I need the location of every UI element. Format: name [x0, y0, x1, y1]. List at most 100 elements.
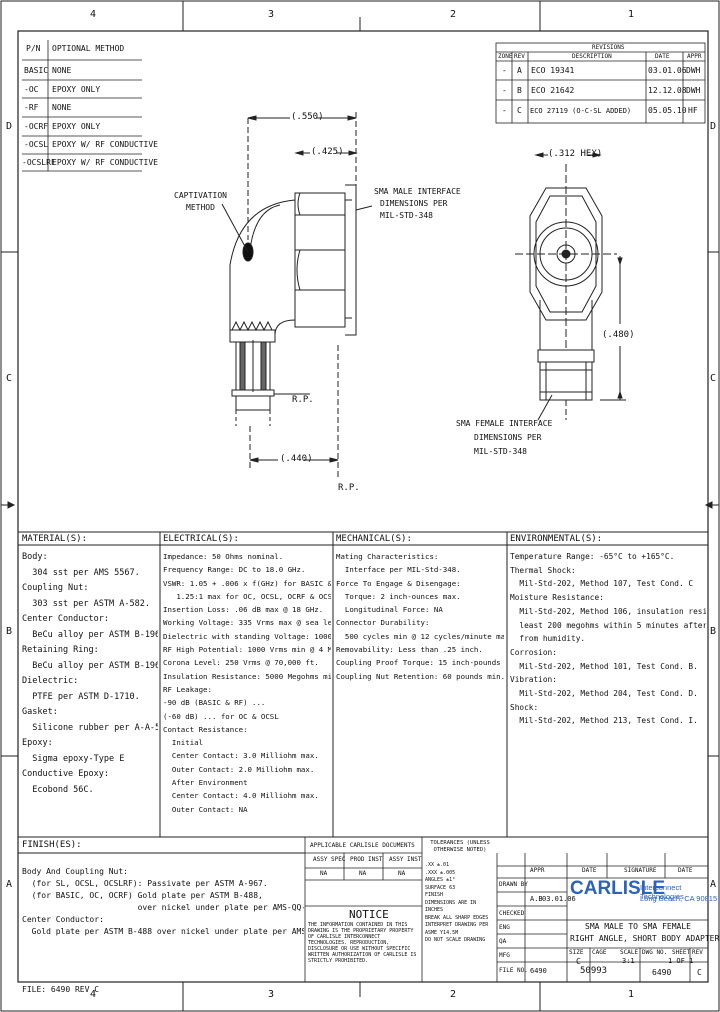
carlisle-logo: CARLISLE	[570, 878, 665, 899]
spec-line: DO NOT SCALE DRAWING	[425, 937, 486, 943]
rp-label-2: R.P.	[338, 483, 360, 493]
end-view	[515, 152, 626, 421]
spec-line: Center Contact: 4.0 Milliohm max.	[163, 791, 319, 801]
sma-male-label: DIMENSIONS PER	[380, 199, 448, 208]
spec-line: Mil-Std-202, Method 213, Test Cond. I.	[510, 716, 698, 726]
specs-lines	[18, 531, 708, 854]
spec-line: Mil-Std-202, Method 107, Test Cond. C	[510, 579, 694, 589]
file-no-label: FILE NO.	[499, 967, 528, 974]
spec-line: Center Conductor:	[22, 614, 109, 624]
spec-line: Thermal Shock:	[510, 565, 576, 575]
revision-appr: DWH	[686, 86, 701, 95]
spec-line: BeCu alloy per ASTM B-196.	[22, 629, 158, 640]
applicable-title: APPLICABLE CARLISLE DOCUMENTS	[310, 842, 415, 849]
revision-zone: -	[502, 66, 507, 75]
drawn-label: DRAWN BY	[499, 881, 528, 888]
scale-value: 3:1	[622, 957, 635, 965]
applicable-value: NA	[320, 870, 328, 877]
qa-label: QA	[499, 938, 507, 945]
revision-date: 05.05.10	[648, 106, 687, 115]
spec-line: Mil-Std-202, Method 106, insulation resi…	[519, 606, 706, 616]
dim-480: (.480)	[602, 330, 635, 340]
dim-425: (.425)	[311, 147, 344, 157]
spec-line: VSWR: 1.05 + .006 x f(GHz) for BASIC & R…	[163, 578, 331, 588]
footer-file: FILE: 6490 REV C	[22, 985, 100, 994]
size-value: C	[576, 957, 581, 966]
mfg-label: MFG	[499, 952, 510, 959]
sma-female-label: DIMENSIONS PER	[474, 433, 542, 442]
revision-appr: HF	[688, 106, 698, 115]
spec-line: Longitudinal Force: NA	[336, 605, 443, 615]
options-header-method: OPTIONAL METHOD	[52, 44, 125, 53]
spec-line: 500 cycles min @ 12 cycles/minute max.	[336, 631, 504, 641]
spec-line: Gasket:	[22, 707, 58, 717]
spec-line: Force To Engage & Disengage:	[336, 578, 461, 588]
spec-line: Contact Resistance:	[163, 724, 248, 734]
zone-right-d: D	[710, 121, 717, 132]
spec-line: Sigma epoxy-Type E	[22, 753, 125, 764]
dim-550: (.550)	[291, 112, 324, 122]
spec-line: Shock:	[510, 702, 539, 712]
side-view	[221, 112, 373, 480]
environmental-list: Temperature Range: -65°C to +165°C.Therm…	[510, 550, 706, 728]
spec-line: Outer Contact: 2.0 Milliohm max.	[163, 764, 315, 774]
spec-line: Epoxy:	[22, 738, 53, 748]
spec-line: FINISH	[425, 892, 444, 898]
spec-line: Corona Level: 250 Vrms @ 70,000 ft.	[163, 658, 319, 668]
spec-line: Torque: 2 inch-ounces max.	[336, 591, 461, 601]
spec-line: Mil-Std-202, Method 204, Test Cond. D.	[510, 689, 698, 699]
applicable-value: NA	[398, 870, 406, 877]
scale-label: SCALE	[620, 949, 639, 956]
spec-line: BeCu alloy per ASTM B-196.	[22, 660, 158, 671]
sheet-value: 1 OF 1	[668, 957, 694, 965]
zone-top-3: 3	[268, 9, 275, 20]
spec-line: Ecobond 56C.	[22, 784, 94, 795]
checked-label: CHECKED	[499, 910, 525, 917]
spec-line: Dielectric:	[22, 676, 79, 686]
spec-line: RF High Potential: 1000 Vrms min @ 4 MHz…	[163, 645, 331, 655]
tolerances-title: TOLERANCES (UNLESS OTHERWISE NOTED)	[430, 840, 490, 853]
spec-line: ANGLES ±1°	[425, 877, 456, 883]
spec-line: 304 sst per AMS 5567.	[22, 567, 140, 578]
zone-right-c: C	[710, 373, 717, 384]
revisions-header-desc: DESCRIPTION	[572, 53, 612, 60]
finish-title: FINISH(ES):	[22, 840, 82, 850]
options-row-pn: -OCRF	[24, 122, 49, 131]
captivation-label: CAPTIVATION	[174, 191, 227, 200]
sheet-label: SHEET	[672, 949, 691, 956]
sma-female-label: SMA FEMALE INTERFACE	[456, 419, 553, 428]
tb-header-appr: APPR	[530, 867, 545, 874]
title-block-lines	[304, 837, 708, 982]
zone-bottom-3: 3	[268, 989, 275, 1000]
spec-line: After Environment	[163, 778, 248, 788]
sma-male-label: MIL-STD-348	[380, 211, 433, 220]
inner-frame	[17, 30, 709, 983]
revisions-title: REVISIONS	[592, 44, 625, 51]
spec-line: Vibration:	[510, 675, 557, 685]
zone-bottom-1: 1	[628, 989, 635, 1000]
spec-line: Working Voltage: 335 Vrms max @ sea leve…	[163, 618, 331, 628]
spec-line: 1.25:1 max for OC, OCSL, OCRF & OCSLRF.	[176, 591, 331, 601]
spec-line: from humidity.	[510, 634, 586, 644]
mechanical-title: MECHANICAL(S):	[336, 534, 412, 544]
applicable-header-prod-inst: PROD INST	[350, 856, 383, 863]
revisions-header-date: DATE	[655, 53, 670, 60]
file-no-value: 6490	[530, 967, 547, 975]
zone-right-b: B	[710, 626, 717, 637]
spec-line: Retaining Ring:	[22, 645, 99, 655]
revision-desc: ECO 21642	[531, 86, 575, 95]
spec-line: Frequency Range: DC to 18.0 GHz.	[163, 565, 306, 575]
spec-line: Center Conductor:	[22, 915, 104, 924]
drawing-title-line2: RIGHT ANGLE, SHORT BODY ADAPTER	[570, 934, 720, 943]
options-row-pn: -RF	[24, 103, 39, 112]
material-title: MATERIAL(S):	[22, 534, 88, 544]
zone-bottom-2: 2	[450, 989, 457, 1000]
revision-desc: ECO 27119 (O-C-SL ADDED)	[530, 107, 632, 115]
sma-female-label: MIL-STD-348	[474, 447, 527, 456]
electrical-list: Impedance: 50 Ohms nominal.Frequency Ran…	[163, 550, 331, 816]
revision-rev: C	[517, 106, 522, 115]
spec-line: Silicone rubber per A-A-59588.	[32, 722, 158, 733]
